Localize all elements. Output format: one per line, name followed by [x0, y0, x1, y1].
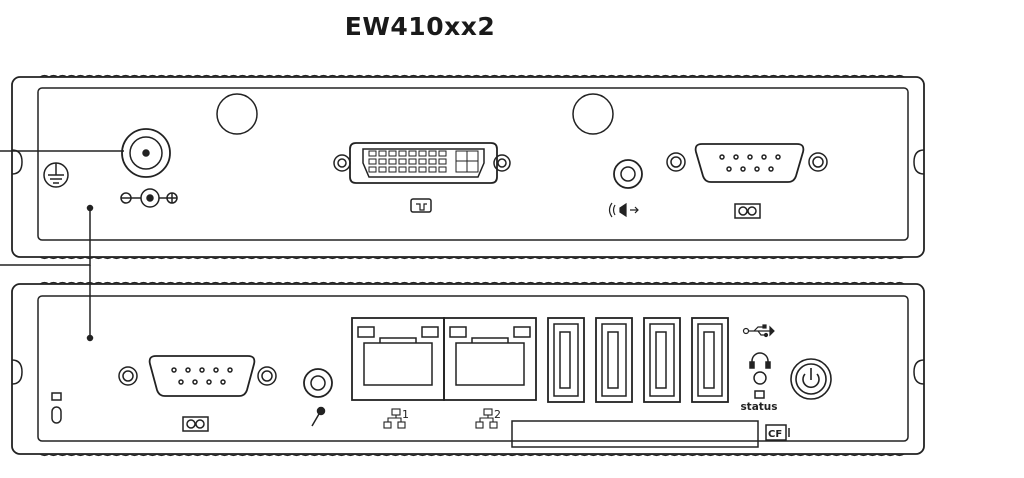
serial-pin: [761, 154, 767, 160]
serial-pin: [220, 379, 226, 385]
microphone-icon: [311, 406, 326, 427]
dvi-pin: [428, 158, 437, 165]
dvi-pin: [428, 150, 437, 157]
dvi-pin: [408, 158, 417, 165]
cf-label-box: [765, 424, 790, 441]
dvi-pin: [368, 150, 377, 157]
serial-pin: [754, 166, 760, 172]
audio-speaker-icon: [608, 202, 639, 218]
power-button-icon: [802, 368, 820, 389]
lan-port-2: [443, 317, 537, 401]
serial-pin: [213, 367, 219, 373]
usb-port-2: [595, 317, 633, 403]
serial-pin: [719, 154, 725, 160]
usb-port-inner: [649, 323, 675, 397]
serial-pin: [192, 379, 198, 385]
dvi-pin: [408, 150, 417, 157]
dvi-pin: [388, 158, 397, 165]
usb-icon: [742, 324, 775, 338]
usb-ports: [547, 317, 729, 403]
network-icon-2: [475, 408, 498, 429]
usb-port-tongue: [559, 331, 571, 389]
usb-port-tongue: [607, 331, 619, 389]
lock-icon: [51, 392, 62, 424]
dvi-pin: [418, 166, 427, 173]
dvi-pin: [428, 166, 437, 173]
serial-port-icon: [734, 203, 761, 219]
serial-port-icon-bottom: [182, 416, 209, 432]
status-label: status: [740, 401, 777, 413]
serial-pin: [185, 367, 191, 373]
dvi-pin: [438, 150, 447, 157]
usb-port-inner: [553, 323, 579, 397]
cf-card-slot: [511, 420, 759, 448]
dvi-pin: [378, 166, 387, 173]
serial-pin: [227, 367, 233, 373]
dvi-pin: [418, 150, 427, 157]
serial-pin: [747, 154, 753, 160]
power-barrel-polarity-icon: [120, 188, 178, 208]
mic-jack: [303, 368, 333, 398]
dvi-pin: [398, 166, 407, 173]
power-jack: [121, 128, 171, 178]
dvi-pin: [388, 166, 397, 173]
dvi-display-icon: [410, 198, 432, 213]
dvi-pin: [438, 158, 447, 165]
bottom-chassis: [11, 281, 925, 457]
dvi-pin: [398, 158, 407, 165]
lan-2-label: 2: [494, 408, 501, 421]
mounting-hole-right: [572, 93, 614, 135]
ground-icon: [43, 162, 69, 188]
serial-pin: [171, 367, 177, 373]
dvi-pin: [378, 158, 387, 165]
usb-port-tongue: [655, 331, 667, 389]
mounting-hole-left: [216, 93, 258, 135]
serial-pin: [768, 166, 774, 172]
serial-pin: [199, 367, 205, 373]
serial-pin: [726, 166, 732, 172]
lan-1-label: 1: [402, 408, 409, 421]
dvi-pin: [398, 150, 407, 157]
dvi-pin: [438, 166, 447, 173]
leader-lines: [0, 150, 124, 342]
top-chassis: [11, 74, 925, 260]
dvi-pin: [408, 166, 417, 173]
lan-port-1: [351, 317, 445, 401]
headphone-icon: [749, 352, 771, 369]
serial-pin: [206, 379, 212, 385]
serial-pin: [740, 166, 746, 172]
serial-pin: [775, 154, 781, 160]
power-button: [790, 358, 832, 400]
cf-label: CF: [768, 429, 782, 440]
status-led-indicator: [754, 390, 765, 399]
usb-port-inner: [601, 323, 627, 397]
usb-port-4: [691, 317, 729, 403]
network-icon: [383, 408, 406, 429]
dvi-connector: [333, 142, 511, 184]
dvi-pin: [378, 150, 387, 157]
serial-port-bottom: [118, 355, 277, 397]
dvi-pin: [368, 158, 377, 165]
usb-port-inner: [697, 323, 723, 397]
serial-port-top: [666, 143, 828, 183]
usb-port-1: [547, 317, 585, 403]
usb-port-tongue: [703, 331, 715, 389]
usb-port-3: [643, 317, 681, 403]
serial-pin: [178, 379, 184, 385]
audio-out-jack: [613, 159, 643, 189]
dvi-pin: [388, 150, 397, 157]
dvi-pin: [418, 158, 427, 165]
serial-pin: [733, 154, 739, 160]
diagram-title: EW410xx2: [344, 12, 496, 41]
status-led: [753, 371, 767, 385]
dvi-pin: [368, 166, 377, 173]
